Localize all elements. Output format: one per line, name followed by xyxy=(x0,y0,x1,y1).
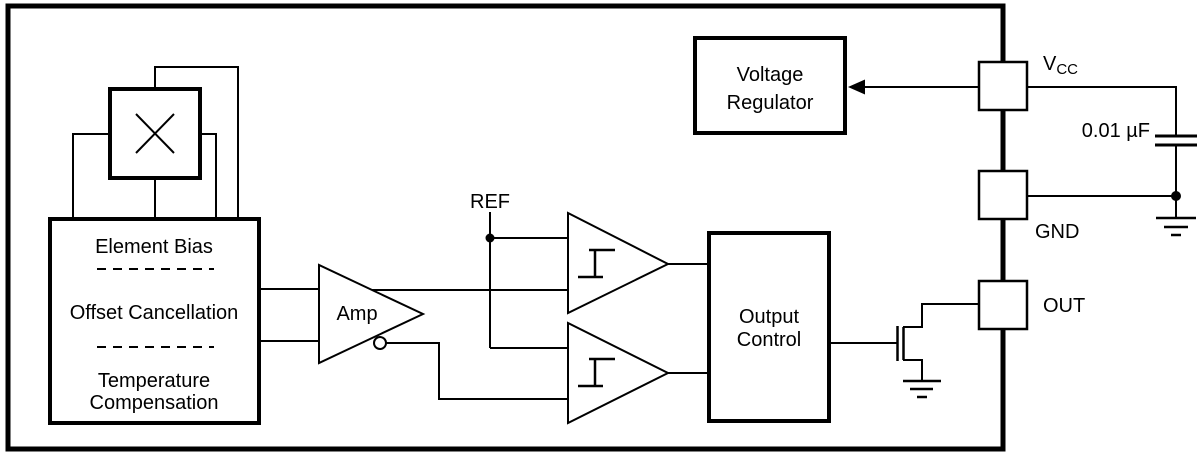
voltage-regulator-box xyxy=(693,36,847,135)
wire-drain-out xyxy=(903,303,979,328)
wire-vcc-capacitor xyxy=(1027,86,1177,136)
hysteresis-icon xyxy=(578,357,615,388)
ground-icon xyxy=(903,379,941,399)
hall-element xyxy=(108,87,202,180)
amplifier: Amp xyxy=(318,263,426,365)
voltage-regulator-block: Voltage Regulator xyxy=(693,36,847,135)
capacitor-icon xyxy=(1155,134,1197,147)
temperature-label-line2: Compensation xyxy=(90,392,219,414)
inverter-bubble-icon xyxy=(373,336,387,350)
temperature-label-line1: Temperature xyxy=(98,370,210,392)
output-control-block: Output Control xyxy=(707,231,831,423)
pin-out: OUT xyxy=(977,279,1085,331)
comparator-top xyxy=(567,211,671,315)
output-control-box xyxy=(707,231,831,423)
chip-boundary xyxy=(5,3,1006,452)
vcc-pin-label: VCC xyxy=(1043,53,1078,78)
gnd-pin-square xyxy=(977,169,1029,221)
comparator-bottom xyxy=(567,321,671,425)
sensor-core-block: Element Bias Offset Cancellation Tempera… xyxy=(48,217,261,425)
x-cross-icon xyxy=(135,113,175,154)
ref-label: REF xyxy=(470,191,510,213)
vcc-pin-square xyxy=(977,60,1029,112)
element-bias-label: Element Bias xyxy=(95,236,213,258)
output-control-label-line2: Control xyxy=(737,329,801,351)
pin-vcc: VCC xyxy=(977,53,1078,112)
arrowhead-icon xyxy=(848,79,865,95)
offset-cancellation-label: Offset Cancellation xyxy=(70,302,239,324)
output-control-label-line1: Output xyxy=(739,306,799,328)
sensor-core-box xyxy=(48,217,261,425)
junction-dot-ground xyxy=(1171,191,1181,201)
comparator-top-triangle xyxy=(567,211,671,315)
amp-triangle xyxy=(318,263,426,365)
capacitor-value-label: 0.01 µF xyxy=(1082,120,1150,142)
out-pin-square xyxy=(977,279,1029,331)
output-mosfet xyxy=(896,326,941,399)
wires xyxy=(72,66,1177,400)
wire-hall-left xyxy=(72,133,110,219)
gnd-pin-label: GND xyxy=(1035,221,1079,243)
wire-amp-inverted-output xyxy=(386,342,568,400)
wire-source-ground xyxy=(903,359,923,381)
voltage-regulator-label-line2: Regulator xyxy=(727,92,814,114)
wire-hall-top xyxy=(154,66,239,219)
comparator-bottom-triangle xyxy=(567,321,671,425)
out-pin-label: OUT xyxy=(1043,295,1085,317)
junction-dot-ref xyxy=(485,233,495,243)
ground-icon xyxy=(1156,216,1196,237)
voltage-regulator-label-line1: Voltage xyxy=(737,64,804,86)
amp-label: Amp xyxy=(336,303,377,325)
hysteresis-icon xyxy=(578,248,615,279)
pin-gnd: GND xyxy=(977,169,1079,243)
wire-hall-right xyxy=(200,133,217,219)
bypass-capacitor: 0.01 µF xyxy=(1082,120,1197,237)
